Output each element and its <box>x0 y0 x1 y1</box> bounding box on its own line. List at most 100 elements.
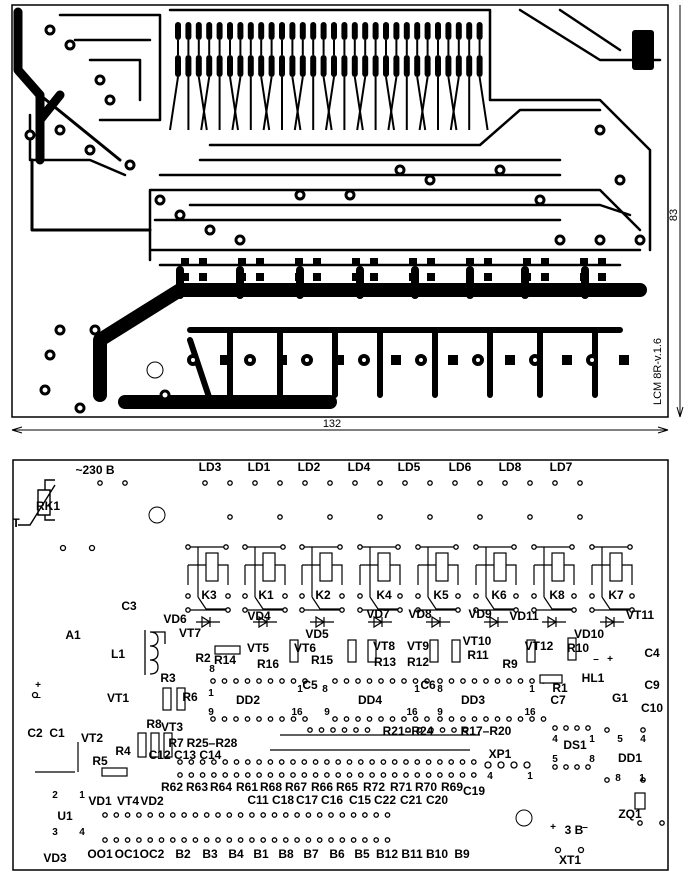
hole <box>585 764 591 770</box>
via <box>44 349 56 361</box>
component-label: C5 <box>302 678 318 692</box>
hole <box>222 759 229 765</box>
trace <box>449 76 460 131</box>
hole <box>585 725 591 731</box>
hole <box>506 716 512 722</box>
hole <box>397 593 403 599</box>
connector-pad <box>216 22 223 40</box>
component-label: B2 <box>175 847 191 861</box>
component-label: C12 C13 C14 <box>149 748 222 762</box>
hole <box>339 837 346 843</box>
component-label: R68 <box>260 780 282 794</box>
component-label: DD2 <box>236 693 260 707</box>
component-label: R67 <box>285 780 307 794</box>
connector-pad <box>299 55 306 77</box>
connector-pad <box>227 55 233 77</box>
hole <box>494 678 501 684</box>
hole <box>448 678 455 684</box>
component-label: VD2 <box>140 794 164 808</box>
component-label: VD10 <box>574 627 604 641</box>
connector-pad <box>310 22 317 40</box>
component-label: XT1 <box>559 853 581 867</box>
hole <box>477 514 483 520</box>
connector-pad <box>279 22 285 40</box>
hole <box>260 812 267 818</box>
board-outline-top <box>11 4 669 418</box>
relay-coil <box>435 552 449 582</box>
hole <box>318 727 325 733</box>
component-label: R2 <box>195 651 211 665</box>
via <box>39 384 51 396</box>
ground-trace <box>176 266 589 299</box>
hole <box>378 716 384 722</box>
trace <box>418 76 429 131</box>
component-label: L1 <box>111 647 125 661</box>
hole <box>437 759 443 765</box>
hole <box>343 678 350 684</box>
component-label: LD3 <box>199 460 222 474</box>
component-label: K3 <box>201 588 217 602</box>
hole <box>267 759 274 765</box>
hole <box>405 727 411 733</box>
pin-number: 5 <box>617 734 623 745</box>
hole <box>355 678 361 684</box>
hole <box>302 480 308 486</box>
mounting-hole <box>146 361 164 379</box>
hole <box>397 607 403 613</box>
hole <box>332 678 338 684</box>
relay-pad <box>409 258 417 266</box>
hole <box>233 716 239 722</box>
hole <box>513 593 519 599</box>
hole <box>294 837 300 843</box>
hole <box>339 812 346 818</box>
pin-number: 1 <box>208 688 214 699</box>
hole <box>362 812 368 818</box>
hole <box>256 678 262 684</box>
component-label: R3 <box>160 671 176 685</box>
connector-pad <box>445 22 452 40</box>
hole <box>437 716 443 722</box>
connector-pad <box>331 55 337 77</box>
hole <box>414 772 421 778</box>
hole <box>192 837 199 843</box>
hole <box>277 480 283 486</box>
power-trace <box>93 283 647 402</box>
hole <box>226 812 233 818</box>
resistor-bodies <box>101 637 646 810</box>
hole <box>403 759 409 765</box>
hole <box>203 837 210 843</box>
via <box>634 234 646 246</box>
hole <box>327 514 333 520</box>
hole <box>378 678 384 684</box>
component-label: G1 <box>612 691 628 705</box>
trace <box>262 76 273 131</box>
component-label: K8 <box>549 588 565 602</box>
trace <box>260 76 271 131</box>
relay-pad <box>523 258 531 266</box>
hole <box>158 837 165 843</box>
connector-pad <box>414 22 421 40</box>
pin-number: 1 <box>529 684 535 695</box>
hole <box>233 759 240 765</box>
component-label: B9 <box>454 847 470 861</box>
component-label: R12 <box>407 655 429 669</box>
relay-pad <box>295 273 303 281</box>
hole <box>181 837 187 843</box>
pin-number: 16 <box>524 707 536 718</box>
trace <box>387 76 398 131</box>
hole <box>177 759 183 765</box>
component-label: VT11 <box>626 608 654 622</box>
hole <box>147 837 154 843</box>
hole <box>233 772 240 778</box>
hole <box>113 812 120 818</box>
hole <box>437 678 443 684</box>
hole <box>335 759 342 765</box>
hole <box>460 678 466 684</box>
hole <box>102 837 108 843</box>
component-label: R1 <box>552 681 568 695</box>
hole <box>366 716 373 722</box>
hole <box>574 725 580 731</box>
component-label: C18 <box>272 793 294 807</box>
hole <box>589 544 595 550</box>
